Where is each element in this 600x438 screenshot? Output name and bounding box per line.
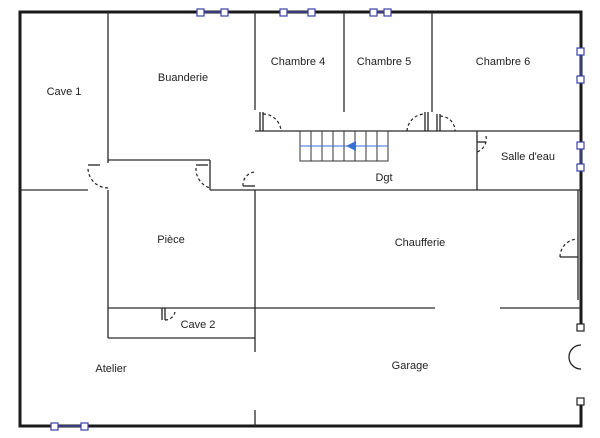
- window-top-2: [279, 8, 316, 17]
- window-top-1: [196, 8, 229, 17]
- door-buanderie[interactable]: [195, 164, 211, 189]
- label-buanderie: Buanderie: [158, 72, 208, 84]
- doors: [87, 112, 579, 321]
- room-labels: Cave 1 Buanderie Chambre 4 Chambre 5 Cha…: [47, 56, 555, 375]
- door-chaufferie[interactable]: [559, 238, 579, 258]
- windows: [50, 8, 585, 431]
- arrow-left-icon: [346, 141, 356, 151]
- label-cave1: Cave 1: [47, 86, 82, 98]
- window-right-garage: [568, 323, 585, 406]
- label-chambre6: Chambre 6: [476, 56, 530, 68]
- label-chambre4: Chambre 4: [271, 56, 325, 68]
- window-right-2: [576, 141, 585, 172]
- staircase: [299, 130, 389, 162]
- window-bottom-1: [50, 422, 89, 431]
- label-dgt: Dgt: [375, 172, 392, 184]
- door-salle-eau[interactable]: [476, 135, 487, 153]
- label-cave2: Cave 2: [181, 319, 216, 331]
- window-top-3: [369, 8, 392, 17]
- door-dgt-left[interactable]: [242, 171, 256, 187]
- door-chambre4[interactable]: [259, 112, 282, 132]
- label-chambre5: Chambre 5: [357, 56, 411, 68]
- door-cave2[interactable]: [161, 308, 176, 321]
- door-chambre6[interactable]: [436, 114, 456, 132]
- door-chambre5[interactable]: [406, 112, 429, 132]
- label-atelier: Atelier: [95, 363, 127, 375]
- label-piece: Pièce: [157, 234, 185, 246]
- label-garage: Garage: [392, 360, 429, 372]
- door-cave1[interactable]: [87, 164, 109, 189]
- label-chaufferie: Chaufferie: [395, 237, 446, 249]
- label-salle-eau: Salle d'eau: [501, 151, 555, 163]
- window-right-1: [576, 47, 585, 84]
